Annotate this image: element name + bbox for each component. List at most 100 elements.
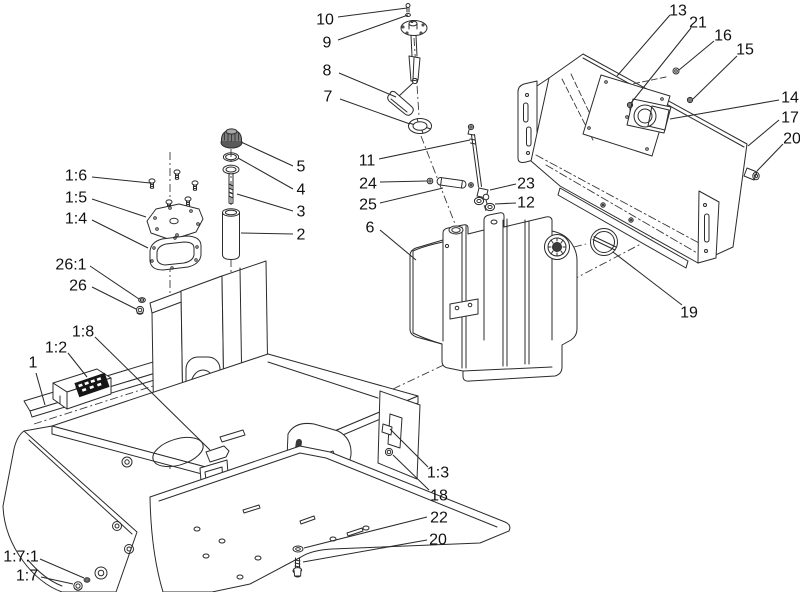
fuel-tank <box>409 212 578 382</box>
callout-9-1: 9 <box>323 35 332 52</box>
leader-line-13-19 <box>616 14 671 77</box>
leader-line-22-32 <box>303 516 428 549</box>
leader-line-16-21 <box>678 40 715 71</box>
leader-line-1-27 <box>35 372 46 406</box>
leader-line-10-0 <box>337 7 408 18</box>
leader-line-1-5-9 <box>91 198 147 218</box>
leader-line-24-14 <box>379 180 428 183</box>
bracket-1-8 <box>205 445 230 463</box>
callout-layer: 1098754321:61:51:426:1261124256231213211… <box>3 3 800 585</box>
callout-7-3: 7 <box>324 89 333 106</box>
leader-line-1-7-1-34 <box>39 558 85 579</box>
washers-12 <box>473 196 496 212</box>
decal-1-2 <box>74 372 110 398</box>
callout-21-20: 21 <box>689 15 707 32</box>
fill-tube-parts <box>220 128 243 260</box>
callout-15-22: 15 <box>736 42 754 59</box>
corner-boss <box>94 566 108 580</box>
leader-line-26-12 <box>91 286 137 310</box>
callout-1-7-35: 1:7 <box>16 568 38 585</box>
callout-19-26: 19 <box>680 305 698 322</box>
screw-10 <box>405 3 411 8</box>
sender-flange <box>400 20 428 36</box>
o-ring-4 <box>222 152 240 162</box>
leader-line-1-2-28 <box>67 352 88 378</box>
skid-pan <box>149 445 511 592</box>
tank-outlet-fitting <box>544 234 570 260</box>
leader-line-1-7-35 <box>40 576 74 585</box>
screw-15 <box>686 96 694 104</box>
fill-tube-2 <box>222 208 240 260</box>
leader-line-23-17 <box>489 183 517 191</box>
washer-22 <box>292 545 304 553</box>
leader-line-20-25 <box>756 143 784 172</box>
leader-line-12-18 <box>494 202 517 205</box>
callout-1-3-30: 1:3 <box>427 465 449 482</box>
clip-1-3 <box>381 423 393 436</box>
callout-23-17: 23 <box>517 176 535 193</box>
bolt-18 <box>384 447 394 457</box>
leader-line-25-15 <box>379 187 444 204</box>
frame-fasteners <box>73 297 304 591</box>
callout-24-14: 24 <box>359 176 377 193</box>
leader-line-1-6-8 <box>91 176 151 184</box>
leader-line-17-24 <box>747 119 780 147</box>
leader-line-14-23 <box>669 99 780 120</box>
leader-line-1-3-30 <box>389 428 429 468</box>
washer-1-7-1 <box>83 577 91 583</box>
callout-18-31: 18 <box>430 488 448 505</box>
fuel-sender-assembly <box>387 3 432 134</box>
deck-plate <box>51 353 419 475</box>
leader-line-26-1-11 <box>89 265 140 300</box>
hose-25 <box>436 177 467 189</box>
leader-line-1-4-10 <box>91 219 149 249</box>
callout-12-18: 12 <box>517 195 535 212</box>
callout-26-1-11: 26:1 <box>55 257 86 274</box>
callout-1-6-8: 1:6 <box>65 168 87 185</box>
leader-line-2-7 <box>240 232 294 235</box>
leader-line-1-8-29 <box>94 336 211 451</box>
callout-25-15: 25 <box>359 197 377 214</box>
leader-line-19-26 <box>612 251 683 306</box>
rod-11-top <box>467 123 475 131</box>
dipstick-3 <box>222 164 240 205</box>
nut-26 <box>135 305 145 315</box>
mount-plate-1-5 <box>146 203 204 241</box>
leader-line-18-31 <box>392 454 430 491</box>
callout-11-13: 11 <box>359 153 376 170</box>
callout-3-6: 3 <box>297 204 306 221</box>
front-plate <box>2 430 138 592</box>
leader-line-8-2 <box>338 72 397 98</box>
leader-line-5-4 <box>240 141 294 167</box>
clip-24 <box>426 177 434 185</box>
callout-1-5-9: 1:5 <box>65 190 87 207</box>
shield-bottom-flange <box>557 187 689 269</box>
callout-26-12: 26 <box>69 278 87 295</box>
screws-1-6 <box>148 169 199 210</box>
callout-10-0: 10 <box>316 12 334 29</box>
callout-1-8-29: 1:8 <box>72 324 94 341</box>
frame-end-plate <box>377 390 421 480</box>
leader-line-20-33 <box>302 539 428 563</box>
leader-line-4-5 <box>237 157 294 190</box>
callout-4-5: 4 <box>297 182 306 199</box>
vent-line-parts <box>426 123 496 212</box>
leader-line-15-22 <box>692 55 738 100</box>
callout-17-24: 17 <box>781 110 799 127</box>
frame-chassis <box>2 260 511 592</box>
screw-16 <box>672 67 680 75</box>
engine-mount-hole <box>152 436 204 468</box>
gasket-1-4 <box>149 235 202 271</box>
callout-14-23: 14 <box>781 90 799 107</box>
callout-2-7: 2 <box>297 227 306 244</box>
screw-20-bottom <box>292 557 303 578</box>
heat-shield-assembly <box>517 53 760 269</box>
bolt-20-right <box>743 167 758 181</box>
callout-20-33: 20 <box>429 532 447 549</box>
callout-13-19: 13 <box>669 3 687 20</box>
callout-22-32: 22 <box>430 510 448 527</box>
callout-1-4-10: 1:4 <box>65 211 87 228</box>
callout-6-16: 6 <box>366 220 375 237</box>
